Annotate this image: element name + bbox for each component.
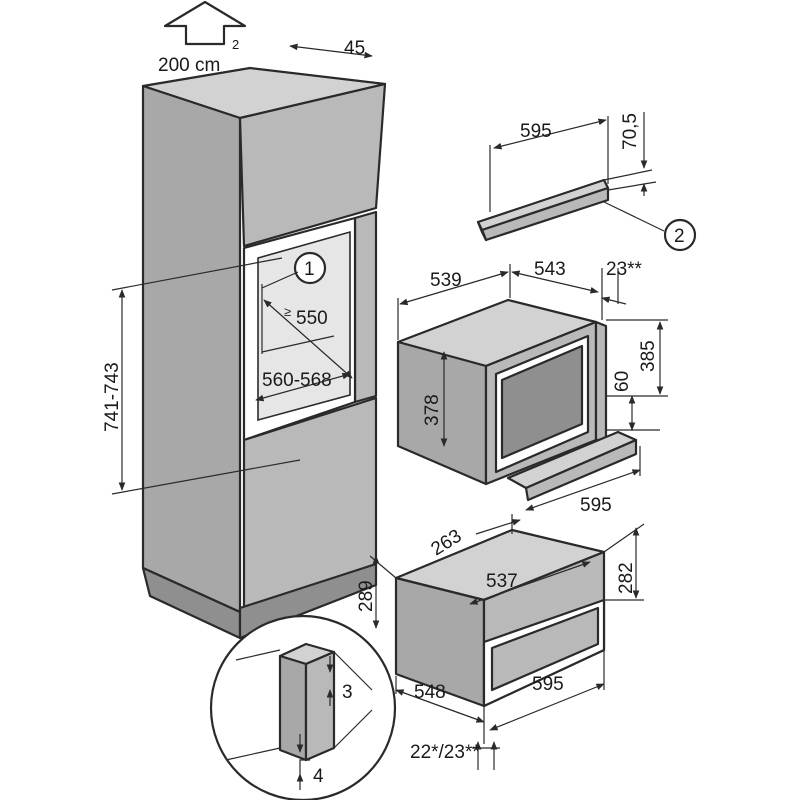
niche-depth-dim: [263, 299, 353, 379]
drawer-inner-width-label: 537: [486, 571, 518, 592]
callout-1: [261, 251, 327, 289]
oven-offset-dim: [601, 268, 627, 305]
oven-gap-label: 60: [612, 371, 633, 392]
niche-depth-label: 550: [296, 308, 328, 329]
oven-height-dim: [606, 319, 668, 397]
tall-cabinet: [141, 66, 387, 640]
oven-inner-width-dim: [509, 264, 603, 320]
cabinet-height-dim: [111, 257, 301, 495]
oven-inner-height-label: 378: [422, 394, 443, 426]
drawer-depth-dim: [395, 676, 485, 744]
trim-height-dim: [603, 112, 657, 196]
niche-width-label: 560-568: [262, 370, 332, 391]
trim-height-label: 70,5: [620, 113, 641, 150]
trim-width-label: 595: [520, 121, 552, 142]
warming-drawer: [394, 528, 606, 708]
drawer-side-height-dim: [369, 555, 397, 629]
callout-1-label: 1: [304, 259, 315, 280]
callout-2-label: 2: [674, 226, 685, 247]
oven-height-label: 385: [638, 340, 659, 372]
oven-depth-dim: [397, 270, 509, 340]
drawer-depth-label: 548: [414, 682, 446, 703]
drawer-front-height-dim: [603, 523, 645, 601]
oven-gap-dim: [606, 395, 660, 431]
oven-front-width-dim: [525, 446, 641, 511]
drawer-front-width-label: 595: [532, 674, 564, 695]
detail-magnifier: [209, 614, 397, 800]
drawer-front-width-dim: [489, 650, 605, 731]
detail-gap-b-label: 4: [313, 766, 324, 787]
vent-area-exponent: 2: [232, 37, 239, 52]
drawer-side-height-label: 289: [356, 580, 377, 612]
oven-depth-label: 539: [430, 270, 462, 291]
vent-area-label: 200 cm: [158, 55, 220, 76]
vent-arrow-icon: [163, 0, 247, 46]
niche-width-dim: [255, 372, 351, 402]
drawer-inner-width-dim: [469, 561, 591, 605]
cabinet-depth-dim: [289, 43, 373, 59]
drawer-front-depth-dim: [472, 741, 500, 770]
trim-strip: [476, 178, 610, 242]
drawer-rear-depth-dim: [475, 514, 521, 535]
oven-inner-width-label: 543: [534, 259, 566, 280]
callout-2: [603, 201, 697, 252]
niche-depth-prefix: ≥: [284, 304, 291, 319]
cabinet-height-label: 741-743: [102, 362, 123, 432]
drawer-front-height-label: 282: [616, 562, 637, 594]
detail-gap-a-label: 3: [342, 682, 353, 703]
oven-front-width-label: 595: [580, 495, 612, 516]
cabinet-depth-label: 45: [344, 38, 365, 59]
drawer-front-depth-label: 22*/23**: [410, 742, 480, 763]
trim-width-dim: [489, 116, 609, 212]
oven-offset-label: 23**: [606, 259, 643, 280]
